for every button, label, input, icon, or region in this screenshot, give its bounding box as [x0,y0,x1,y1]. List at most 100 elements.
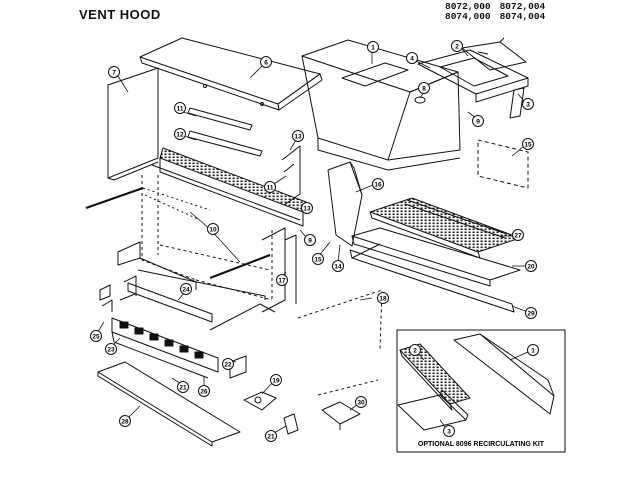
callout: 16 [372,178,384,190]
svg-text:15: 15 [314,257,322,264]
svg-text:7: 7 [112,70,116,77]
filter-tray [349,243,515,313]
svg-text:14: 14 [334,264,342,271]
callout: 17 [276,274,288,286]
svg-text:15: 15 [524,142,532,149]
svg-text:21: 21 [267,434,275,441]
damper [461,37,527,71]
bottom-trim [97,361,241,447]
chassis-feet [117,241,276,331]
svg-text:19: 19 [272,378,280,385]
diagram-title: VENT HOOD [79,7,161,22]
callout: 19 [270,374,282,386]
svg-text:25: 25 [92,334,100,341]
svg-text:29: 29 [527,311,535,318]
kit-plate [397,389,469,431]
model-row-2: 8074,000 8074,004 [445,12,545,22]
svg-text:1: 1 [371,45,375,52]
seal [404,199,508,239]
callout: 25 [90,330,102,342]
svg-text:13: 13 [294,134,302,141]
callout: 26 [198,385,210,397]
kit-body [453,333,555,415]
svg-text:24: 24 [182,287,190,294]
svg-text:22: 22 [224,362,232,369]
svg-text:2: 2 [455,44,459,51]
callout: 18 [377,292,389,304]
svg-text:12: 12 [176,132,184,139]
switch-assembly [111,317,219,379]
callout: 30 [355,396,367,408]
svg-text:4: 4 [410,56,414,63]
svg-text:8: 8 [422,86,426,93]
svg-text:16: 16 [374,182,382,189]
callout: 8 [418,82,430,94]
callout: 7 [108,66,120,78]
svg-text:10: 10 [209,227,217,234]
relay [229,355,247,379]
callout: 13 [301,202,313,214]
duct-plate [477,139,529,189]
fan-screw [283,413,299,435]
callout: 21 [177,381,189,393]
callout: 9 [472,115,484,127]
filter-frame [417,49,529,103]
callout: 3 [522,98,534,110]
blower [321,401,361,430]
rear-rods [85,186,271,280]
svg-text:18: 18 [379,296,387,303]
side-panel [107,67,159,181]
kit-caption: OPTIONAL 8096 RECIRCULATING KIT [418,441,545,448]
baffle [327,161,363,247]
lamp-holder [99,284,113,312]
callout: 11 [264,181,276,193]
svg-text:2: 2 [413,348,417,355]
recirc-kit-inset [396,329,566,453]
svg-text:13: 13 [303,206,311,213]
callout: 15 [522,138,534,150]
callout: 9 [304,234,316,246]
svg-text:26: 26 [200,389,208,396]
svg-text:23: 23 [107,347,115,354]
callout: 21 [265,430,277,442]
fan-motor [243,391,277,411]
callout: 27 [512,229,524,241]
lower-grille-panel [297,289,383,396]
callout: 22 [222,358,234,370]
model-number: 8072,004 [499,1,546,12]
model-number: 8072,000 [445,1,491,12]
svg-text:3: 3 [526,102,530,109]
callout: 15 [312,253,324,265]
filter [351,227,521,287]
callouts: 6 7 1 4 2 3 8 9 15 11 12 13 11 13 9 10 1… [90,40,539,442]
callout: 6 [260,56,272,68]
svg-text:3: 3 [447,429,451,436]
top-cover [139,37,323,111]
callout: 14 [332,260,344,272]
callout: 1 [527,344,539,356]
clips [281,145,301,206]
callout: 12 [174,128,186,140]
callout: 4 [406,52,418,64]
model-numbers: 8072,000 8072,004 8074,000 8074,004 [445,2,545,22]
svg-text:9: 9 [476,119,480,126]
svg-text:1: 1 [531,348,535,355]
svg-text:30: 30 [357,400,365,407]
callout: 2 [409,344,421,356]
model-number: 8074,004 [499,11,546,22]
model-number: 8074,000 [445,11,491,22]
upper-bracket [187,107,253,131]
callout: 23 [105,343,117,355]
svg-text:6: 6 [264,60,268,67]
lower-bracket [187,130,263,157]
damper-spring [509,87,525,119]
callout: 29 [525,307,537,319]
hood-chassis [141,175,273,301]
callout: 13 [292,130,304,142]
svg-text:17: 17 [278,278,286,285]
svg-text:11: 11 [177,106,184,113]
svg-text:28: 28 [121,419,129,426]
callout: 3 [443,425,455,437]
